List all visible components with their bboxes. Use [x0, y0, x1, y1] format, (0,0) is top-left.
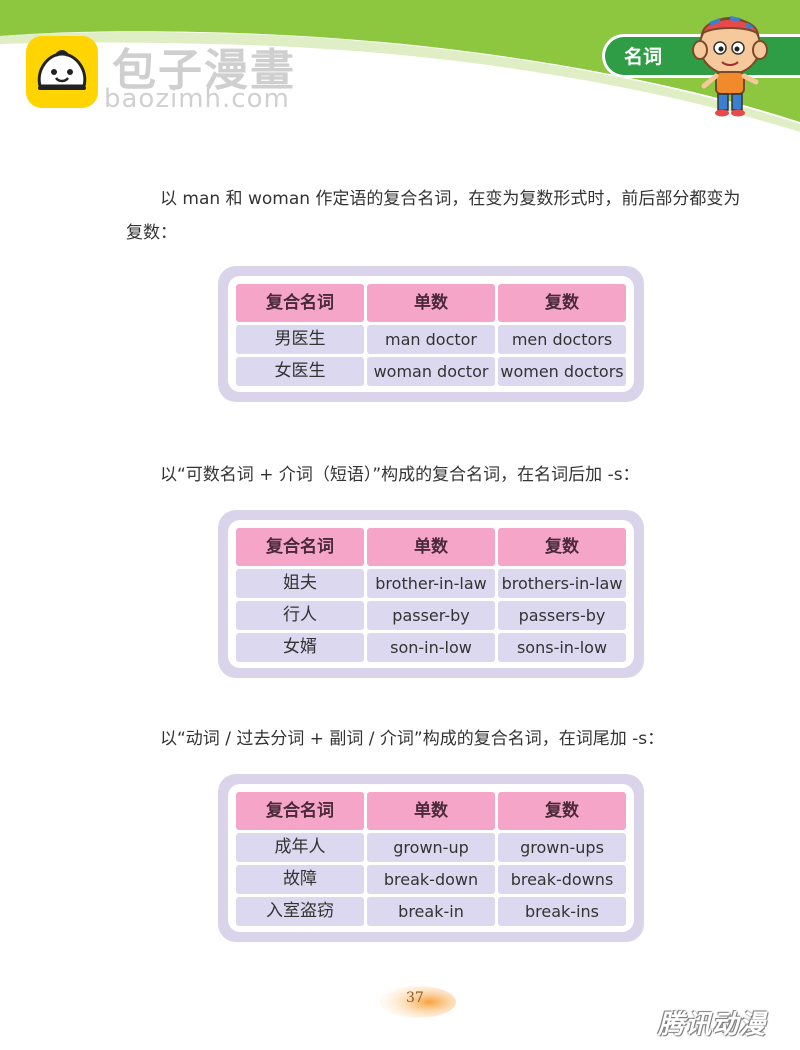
table1: 复合名词 单数 复数 男医生 man doctor men doctors 女医…	[218, 266, 644, 402]
table-cell: 成年人	[236, 833, 364, 862]
table3-header-singular: 单数	[367, 792, 495, 830]
logo-icon	[26, 36, 98, 108]
table2-header-compound: 复合名词	[236, 528, 364, 566]
table-cell: grown-ups	[498, 833, 626, 862]
table2-header-plural: 复数	[498, 528, 626, 566]
table2: 复合名词 单数 复数 姐夫 brother-in-law brothers-in…	[218, 510, 644, 678]
table-cell: 入室盗窃	[236, 897, 364, 926]
table1-header-compound: 复合名词	[236, 284, 364, 322]
table-cell: brother-in-law	[367, 569, 495, 598]
section1-text: 以 man 和 woman 作定语的复合名词，在变为复数形式时，前后部分都变为复…	[126, 189, 741, 243]
table-cell: passer-by	[367, 601, 495, 630]
table-cell: passers-by	[498, 601, 626, 630]
table1-header-singular: 单数	[367, 284, 495, 322]
table-cell: break-down	[367, 865, 495, 894]
table3-header-plural: 复数	[498, 792, 626, 830]
table2-header-singular: 单数	[367, 528, 495, 566]
section2-text: 以“可数名词 + 介词（短语）”构成的复合名词，在名词后加 -s：	[160, 465, 640, 485]
table-cell: grown-up	[367, 833, 495, 862]
table-cell: break-ins	[498, 897, 626, 926]
table3-header-compound: 复合名词	[236, 792, 364, 830]
table-cell: 男医生	[236, 325, 364, 354]
table-cell: 行人	[236, 601, 364, 630]
table-cell: break-downs	[498, 865, 626, 894]
table-cell: men doctors	[498, 325, 626, 354]
table-cell: 女医生	[236, 357, 364, 386]
table-cell: 故障	[236, 865, 364, 894]
table-cell: women doctors	[498, 357, 626, 386]
chapter-title: 名词	[624, 46, 663, 68]
watermark-text: 腾讯动漫	[658, 1010, 767, 1040]
section3-text: 以“动词 / 过去分词 + 副词 / 介词”构成的复合名词，在词尾加 -s：	[160, 729, 665, 749]
table-cell: break-in	[367, 897, 495, 926]
table-cell: son-in-low	[367, 633, 495, 662]
table-cell: woman doctor	[367, 357, 495, 386]
logo-text-cn: 包子漫畫	[112, 45, 296, 96]
table-cell: 姐夫	[236, 569, 364, 598]
page-number: 37	[406, 990, 424, 1006]
mascot-boy-icon	[692, 16, 768, 117]
table-cell: brothers-in-law	[498, 569, 626, 598]
page-number-blob-icon	[380, 986, 456, 1018]
table-cell: sons-in-low	[498, 633, 626, 662]
table1-header-plural: 复数	[498, 284, 626, 322]
logo-text-en: baozimh.com	[104, 84, 290, 114]
table-cell: man doctor	[367, 325, 495, 354]
table-cell: 女婿	[236, 633, 364, 662]
table3: 复合名词 单数 复数 成年人 grown-up grown-ups 故障 bre…	[218, 774, 644, 942]
